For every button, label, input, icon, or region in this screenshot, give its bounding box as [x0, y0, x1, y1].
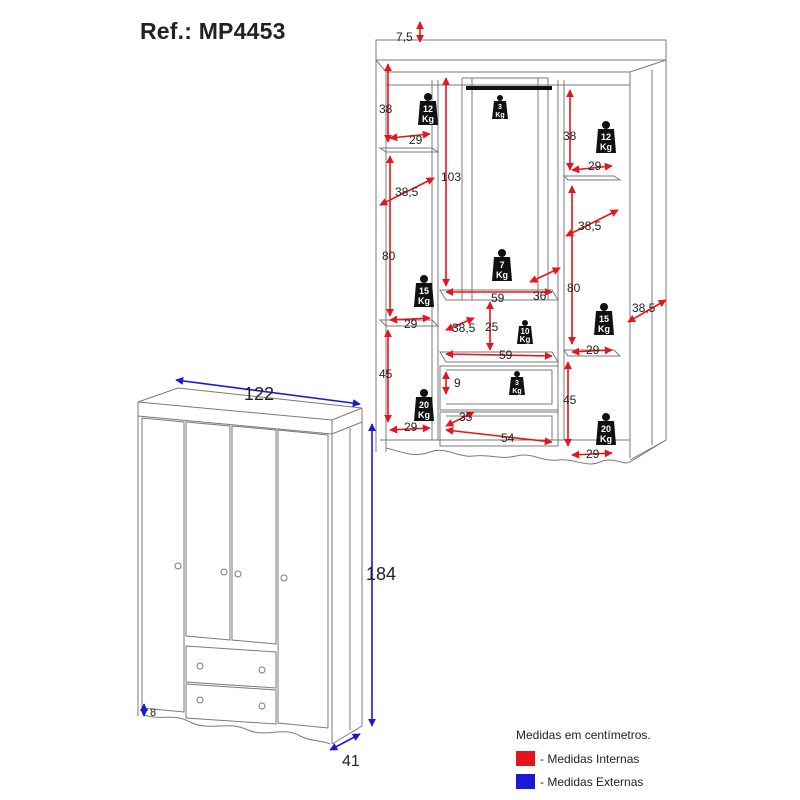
- dim-left-38: 38: [379, 102, 393, 116]
- external-door-2: [185, 421, 231, 641]
- external-door-1: [141, 417, 185, 713]
- legend-external-label: - Medidas Externas: [540, 774, 644, 789]
- legend: Medidas em centímetros. - Medidas Intern…: [516, 728, 651, 797]
- dim-center-9: 9: [454, 376, 461, 390]
- internal-measurements: [379, 21, 667, 459]
- svg-text:Kg: Kg: [418, 410, 430, 420]
- top-panel: [375, 39, 667, 61]
- legend-internal-label: - Medidas Internas: [540, 751, 640, 766]
- dim-external-foot: 8: [150, 707, 156, 719]
- dim-right-38: 38: [563, 129, 577, 143]
- weight-left-bot: 20 Kg: [414, 389, 434, 421]
- weight-left-top: 12 Kg: [418, 93, 438, 125]
- weight-right-top: 12 Kg: [596, 121, 616, 153]
- dim-external-height: 184: [366, 564, 396, 584]
- external-door-3: [231, 425, 277, 645]
- svg-text:3: 3: [515, 380, 519, 387]
- knob-door-2: [220, 568, 228, 576]
- door-knobs: [174, 562, 288, 710]
- internal-drawer-2: [439, 411, 559, 447]
- svg-text:Kg: Kg: [600, 142, 612, 152]
- dim-left-45: 45: [379, 367, 393, 381]
- weight-left-mid: 15 Kg: [414, 275, 434, 307]
- weight-center-shelf: 7 Kg: [492, 249, 512, 281]
- svg-text:7: 7: [499, 260, 504, 270]
- dim-center-385: 38,5: [452, 321, 476, 335]
- weight-right-mid: 15 Kg: [594, 303, 614, 335]
- dim-center-25: 25: [485, 320, 499, 334]
- svg-text:Kg: Kg: [520, 335, 531, 344]
- external-measurements: [140, 376, 376, 751]
- external-view: [137, 387, 363, 745]
- weight-drawer: 3 Kg: [509, 371, 525, 395]
- external-door-4: [277, 429, 329, 729]
- svg-text:10: 10: [521, 327, 530, 336]
- svg-text:20: 20: [601, 424, 611, 434]
- legend-internal-swatch: [516, 751, 535, 766]
- internal-drawer-1: [439, 365, 559, 411]
- knob-door-4: [280, 574, 288, 582]
- legend-external: - Medidas Externas: [516, 774, 651, 789]
- weight-center-small: 10 Kg: [517, 320, 533, 344]
- dim-left-29b: 29: [404, 317, 418, 331]
- dim-right-29a: 29: [588, 159, 602, 173]
- dim-center-59b: 59: [499, 348, 513, 362]
- dim-center-103: 103: [441, 170, 461, 184]
- svg-text:12: 12: [423, 104, 433, 114]
- knob-door-3: [234, 570, 242, 578]
- external-drawer-2: [185, 683, 277, 725]
- dim-right-29b: 29: [586, 343, 600, 357]
- reference-title: Ref.: MP4453: [140, 18, 286, 44]
- svg-text:Kg: Kg: [496, 270, 508, 280]
- legend-external-swatch: [516, 774, 535, 789]
- legend-title: Medidas em centímetros.: [516, 728, 651, 742]
- dim-center-35: 35: [459, 410, 473, 424]
- right-shelf-1: [562, 175, 622, 181]
- svg-text:15: 15: [419, 286, 429, 296]
- dim-left-29c: 29: [404, 420, 418, 434]
- svg-text:Kg: Kg: [600, 434, 612, 444]
- svg-text:Kg: Kg: [495, 112, 504, 119]
- external-drawer-1: [185, 645, 277, 689]
- svg-text:Kg: Kg: [422, 114, 434, 124]
- dim-right-45: 45: [563, 393, 577, 407]
- svg-text:Kg: Kg: [418, 296, 430, 306]
- weight-rail: 3 Kg: [492, 95, 508, 119]
- dim-right-29c: 29: [586, 447, 600, 461]
- dim-left-385: 38,5: [395, 185, 419, 199]
- knob-drawer-2: [196, 696, 204, 704]
- svg-text:15: 15: [599, 314, 609, 324]
- svg-text:20: 20: [419, 400, 429, 410]
- knob-door-1: [174, 562, 182, 570]
- dim-center-59a: 59: [491, 291, 505, 305]
- svg-text:12: 12: [601, 132, 611, 142]
- dim-left-80: 80: [382, 249, 396, 263]
- svg-text:Kg: Kg: [512, 388, 521, 395]
- knob-drawer-2b: [258, 702, 266, 710]
- dim-right-80: 80: [567, 281, 581, 295]
- dim-external-width: 122: [244, 384, 274, 404]
- dim-side-385: 38,5: [632, 301, 656, 315]
- dim-center-54: 54: [501, 431, 515, 445]
- left-shelf-1: [378, 147, 440, 153]
- weight-right-bot: 20 Kg: [596, 413, 616, 445]
- dim-center-36: 36: [533, 289, 547, 303]
- dim-top-depth: 7,5: [396, 30, 413, 44]
- dim-right-385: 38,5: [578, 219, 602, 233]
- dim-external-depth: 41: [342, 753, 360, 770]
- knob-drawer-1: [196, 662, 204, 670]
- svg-text:3: 3: [498, 104, 502, 111]
- dim-left-29a: 29: [409, 133, 423, 147]
- legend-internal: - Medidas Internas: [516, 751, 651, 766]
- svg-text:Kg: Kg: [598, 324, 610, 334]
- knob-drawer-1b: [258, 666, 266, 674]
